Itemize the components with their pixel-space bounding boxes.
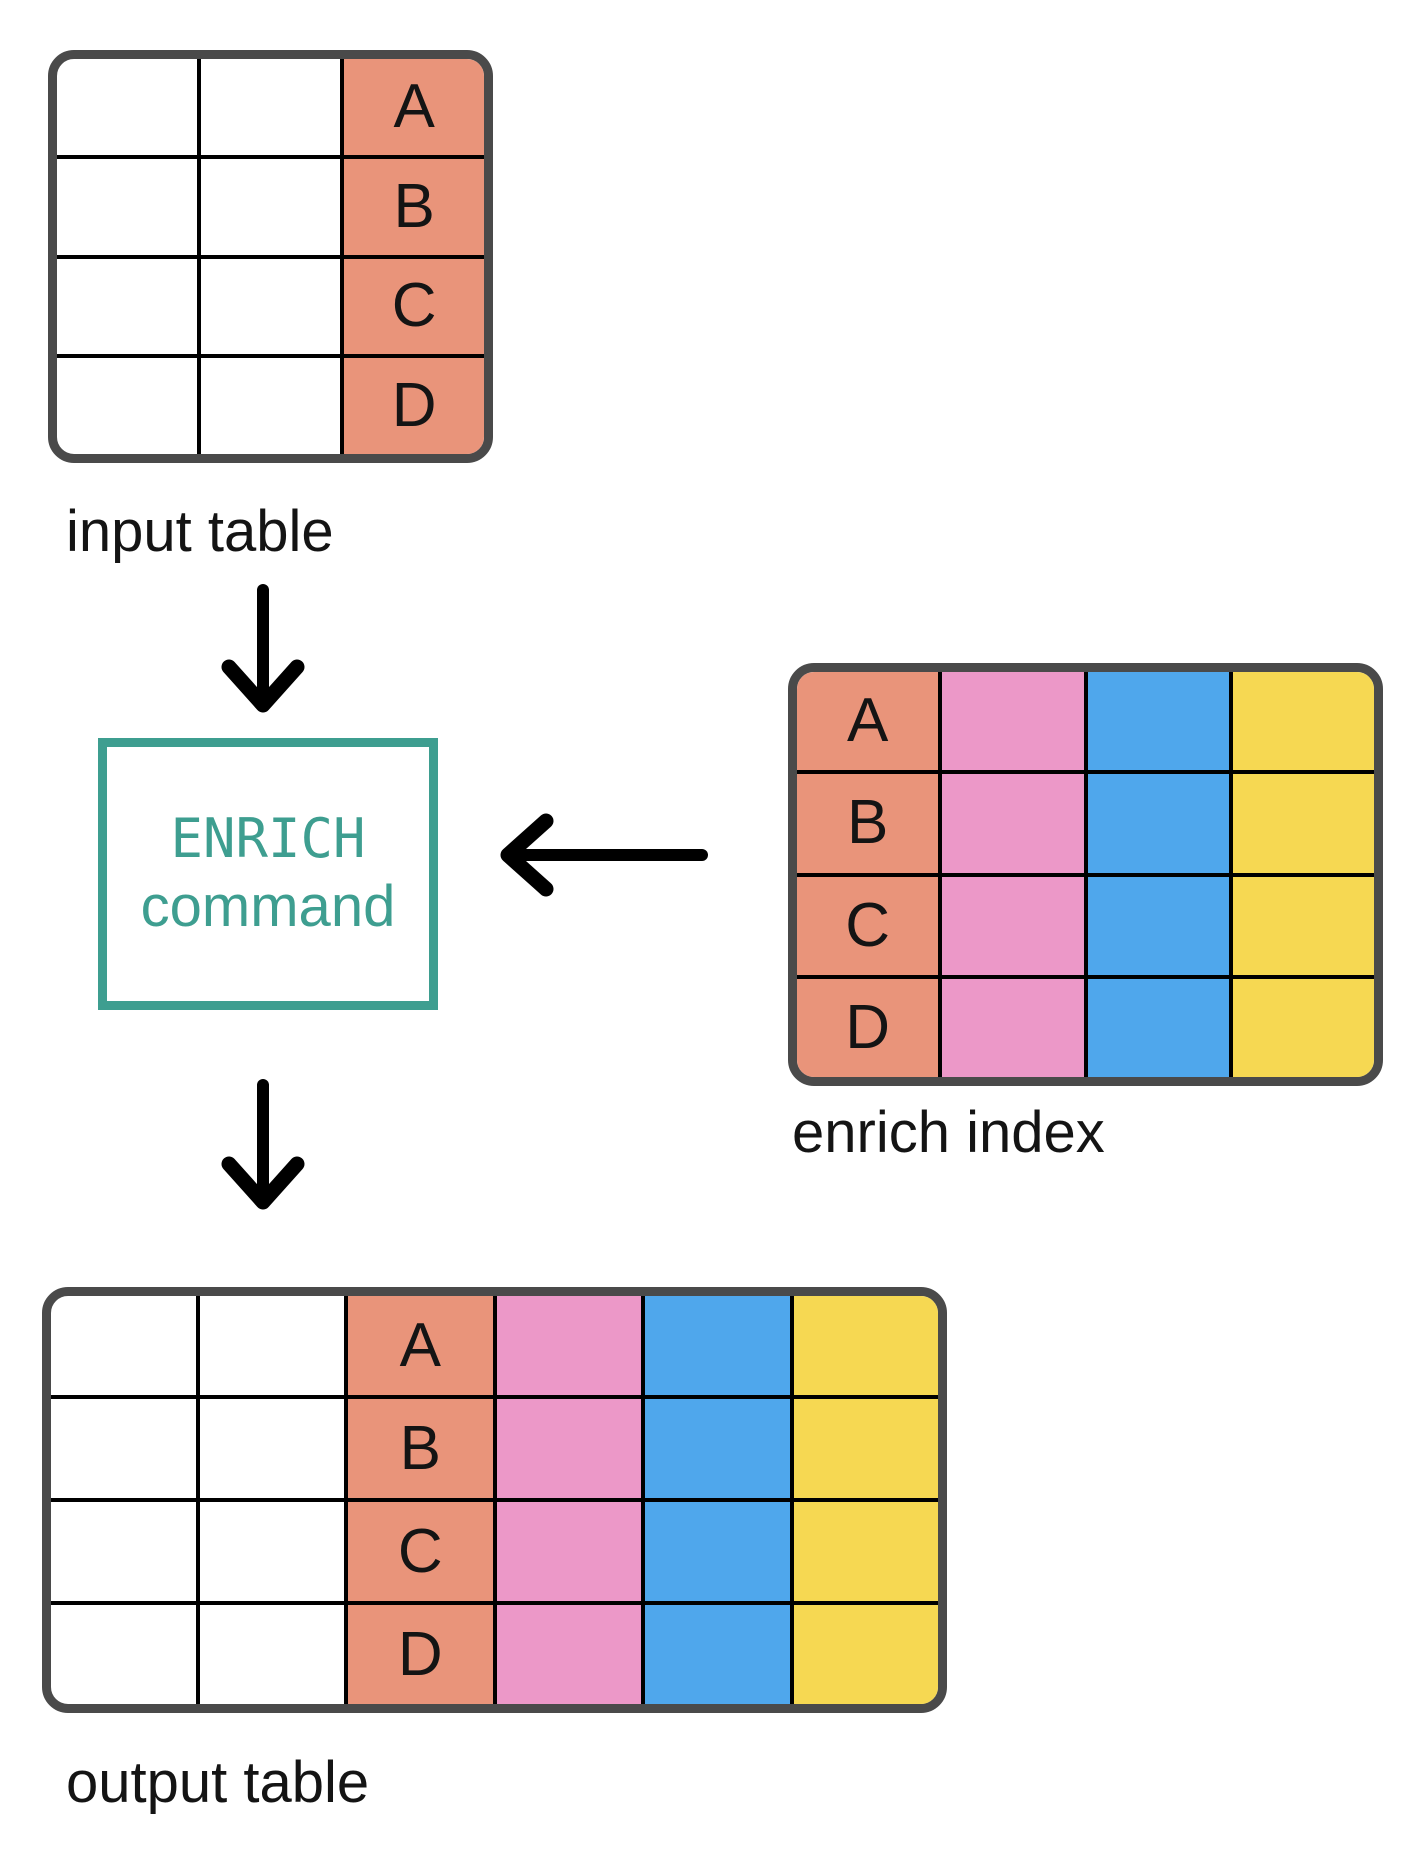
key-cell: C [344,258,484,355]
key-cell: D [344,358,484,454]
enrich-field-cell [942,876,1088,975]
enrich-field-cell [1232,774,1374,873]
enrich-field-cell [496,1605,645,1704]
empty-cell [51,1502,200,1601]
table-row: D [51,1605,938,1704]
enrich-field-cell [793,1399,938,1498]
enrich-field-cell [1087,774,1233,873]
key-cell: A [797,672,943,771]
key-cell: C [797,876,943,975]
key-cell: C [348,1502,497,1601]
empty-cell [201,258,345,355]
empty-cell [57,158,201,255]
table-row: C [57,258,484,359]
enrich-field-cell [645,1296,794,1395]
enrich-field-cell [1087,876,1233,975]
table-row: B [57,158,484,259]
empty-cell [200,1296,348,1395]
empty-cell [200,1605,348,1704]
key-cell: B [348,1399,497,1498]
empty-cell [51,1605,200,1704]
enrich-field-cell [793,1605,938,1704]
enrich-command-title: ENRICH [170,807,366,870]
key-cell: A [344,59,484,155]
table-row: D [797,978,1374,1077]
enrich-field-cell [1232,978,1374,1077]
enrich-field-cell [645,1399,794,1498]
arrow-down-command-to-output-icon [221,1079,305,1210]
enrich-field-cell [645,1605,794,1704]
key-cell: B [797,774,943,873]
enrich-field-cell [1232,876,1374,975]
enrich-field-cell [1232,672,1374,771]
empty-cell [57,59,201,155]
table-row: B [51,1399,938,1502]
table-row: A [57,59,484,159]
key-cell: D [797,978,943,1077]
table-row: B [797,774,1374,877]
enrich-command-subtitle: command [140,874,396,939]
table-row: C [797,876,1374,979]
table-row: A [51,1296,938,1399]
enrich-field-cell [793,1296,938,1395]
output-table-label: output table [66,1750,370,1815]
empty-cell [201,158,345,255]
input-table-label: input table [66,499,334,564]
table-row: A [797,672,1374,775]
empty-cell [200,1399,348,1498]
enrich-command-box: ENRICH command [98,738,438,1010]
empty-cell [200,1502,348,1601]
arrow-down-input-to-command-icon [221,584,305,713]
enrich-field-cell [1087,672,1233,771]
enrich-index-table: A B C D [788,663,1383,1086]
empty-cell [51,1399,200,1498]
enrich-field-cell [1087,978,1233,1077]
key-cell: A [348,1296,497,1395]
enrich-field-cell [942,672,1088,771]
enrich-field-cell [793,1502,938,1601]
output-table: A B C D [42,1287,947,1713]
enrich-index-label: enrich index [792,1100,1105,1165]
input-table: A B C D [48,50,493,463]
enrich-field-cell [496,1296,645,1395]
empty-cell [201,59,345,155]
empty-cell [57,258,201,355]
key-cell: D [348,1605,497,1704]
enrich-field-cell [496,1502,645,1601]
arrow-left-index-to-command-icon [500,813,708,897]
empty-cell [51,1296,200,1395]
empty-cell [57,358,201,454]
enrich-field-cell [942,978,1088,1077]
enrich-field-cell [645,1502,794,1601]
empty-cell [201,358,345,454]
table-row: C [51,1502,938,1605]
enrich-field-cell [942,774,1088,873]
enrich-field-cell [496,1399,645,1498]
table-row: D [57,358,484,454]
key-cell: B [344,158,484,255]
